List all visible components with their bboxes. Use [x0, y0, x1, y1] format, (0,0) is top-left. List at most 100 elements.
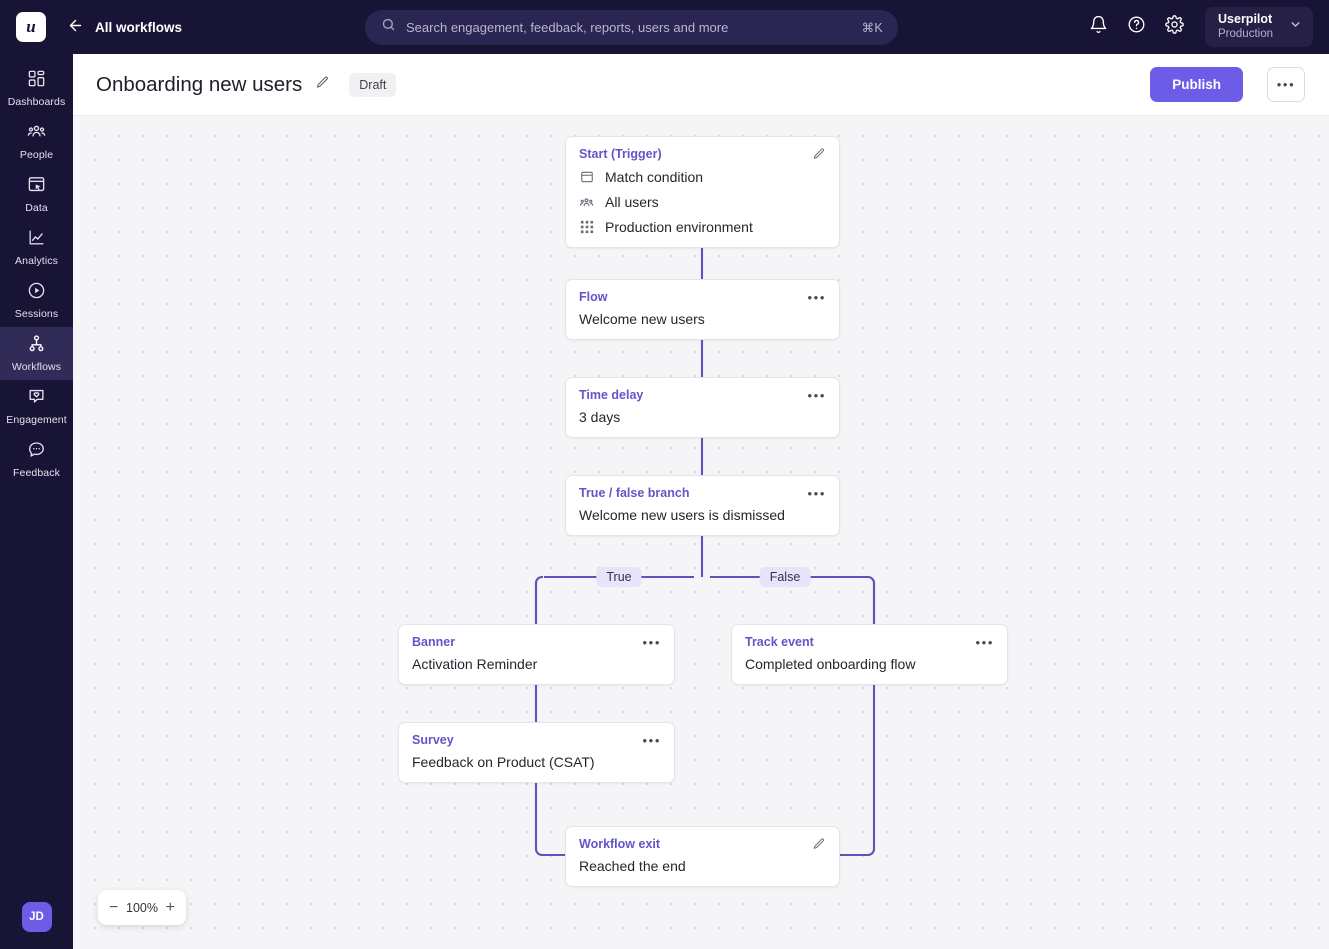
search-container: Search engagement, feedback, reports, us…: [182, 9, 1081, 45]
workspace-switcher[interactable]: Userpilot Production: [1205, 7, 1313, 47]
node-header: Banner •••: [399, 625, 674, 649]
userpilot-logo[interactable]: u: [16, 12, 46, 42]
node-value: Welcome new users is dismissed: [579, 507, 785, 523]
node-flow[interactable]: Flow ••• Welcome new users: [565, 279, 840, 340]
settings-button[interactable]: [1157, 10, 1191, 44]
node-start-trigger[interactable]: Start (Trigger) Match condition: [565, 136, 840, 248]
status-badge: Draft: [349, 72, 397, 97]
zoom-in-button[interactable]: +: [165, 898, 175, 916]
node-value: Reached the end: [579, 858, 686, 874]
node-options-button[interactable]: •••: [975, 634, 994, 650]
search-placeholder: Search engagement, feedback, reports, us…: [406, 19, 729, 35]
node-time-delay[interactable]: Time delay ••• 3 days: [565, 377, 840, 438]
node-banner[interactable]: Banner ••• Activation Reminder: [398, 624, 675, 685]
sidebar-item-sessions[interactable]: Sessions: [0, 274, 73, 327]
node-options-button[interactable]: •••: [807, 485, 826, 501]
more-icon: •••: [1276, 77, 1296, 92]
sidebar-item-analytics[interactable]: Analytics: [0, 221, 73, 274]
node-type-label: Survey: [412, 733, 454, 747]
node-options-button[interactable]: •••: [642, 634, 661, 650]
sidebar-label: Engagement: [6, 414, 67, 426]
sidebar-item-workflows[interactable]: Workflows: [0, 327, 73, 380]
trigger-row-label: Production environment: [605, 219, 753, 235]
node-type-label: True / false branch: [579, 486, 690, 500]
node-value: Activation Reminder: [412, 656, 538, 672]
node-header: Workflow exit: [566, 827, 839, 851]
main-area: Onboarding new users Draft Publish •••: [73, 54, 1329, 949]
branch-label-true: True: [596, 567, 642, 587]
feedback-icon: [27, 440, 46, 464]
node-track-event[interactable]: Track event ••• Completed onboarding flo…: [731, 624, 1008, 685]
sidebar-label: Analytics: [15, 255, 58, 267]
top-bar: u All workflows Search engagement, feedb…: [0, 0, 1329, 54]
node-type-label: Start (Trigger): [579, 147, 662, 161]
analytics-icon: [27, 228, 46, 252]
zoom-out-button[interactable]: −: [109, 898, 119, 916]
grid-dots-icon: [579, 220, 594, 235]
back-label: All workflows: [95, 19, 183, 35]
page-header: Onboarding new users Draft Publish •••: [73, 54, 1329, 116]
sidebar-label: Sessions: [14, 308, 59, 320]
zoom-control: − 100% +: [98, 890, 186, 925]
sidebar-label: Feedback: [13, 467, 60, 479]
canvas-layer: Start (Trigger) Match condition: [73, 116, 1329, 949]
notifications-button[interactable]: [1081, 10, 1115, 44]
edit-node-button[interactable]: [812, 147, 826, 161]
help-button[interactable]: [1119, 10, 1153, 44]
node-type-label: Banner: [412, 635, 456, 649]
node-header: Start (Trigger): [566, 137, 839, 161]
sidebar-item-feedback[interactable]: Feedback: [0, 433, 73, 486]
search-shortcut: ⌘K: [861, 20, 884, 35]
workflow-options-button[interactable]: •••: [1267, 67, 1305, 102]
data-icon: [27, 175, 46, 199]
sidebar-label: Workflows: [11, 361, 62, 373]
node-workflow-exit[interactable]: Workflow exit Reached the end: [565, 826, 840, 887]
pencil-icon: [315, 75, 330, 95]
search-input[interactable]: Search engagement, feedback, reports, us…: [365, 9, 899, 45]
help-circle-icon: [1127, 15, 1146, 39]
node-type-label: Track event: [745, 635, 814, 649]
zoom-level: 100%: [126, 900, 158, 915]
dashboards-icon: [27, 69, 46, 93]
window-icon: [579, 170, 594, 185]
node-header: Track event •••: [732, 625, 1007, 649]
sidebar-item-people[interactable]: People: [0, 115, 73, 168]
publish-button[interactable]: Publish: [1150, 67, 1243, 102]
node-options-button[interactable]: •••: [642, 732, 661, 748]
node-header: True / false branch •••: [566, 476, 839, 500]
node-value: 3 days: [579, 409, 621, 425]
node-options-button[interactable]: •••: [807, 387, 826, 403]
top-bar-actions: Userpilot Production: [1081, 7, 1313, 47]
node-value: Feedback on Product (CSAT): [412, 754, 595, 770]
page-title: Onboarding new users: [96, 72, 303, 96]
node-value: Completed onboarding flow: [745, 656, 916, 672]
edit-node-button[interactable]: [812, 837, 826, 851]
node-survey[interactable]: Survey ••• Feedback on Product (CSAT): [398, 722, 675, 783]
workflow-canvas[interactable]: Start (Trigger) Match condition: [73, 116, 1329, 949]
people-icon: [27, 122, 46, 146]
users-icon: [579, 195, 594, 210]
sidebar-label: People: [19, 149, 54, 161]
sidebar: Dashboards People Data Analytics Session: [0, 54, 73, 949]
node-type-label: Time delay: [579, 388, 644, 402]
node-header: Time delay •••: [566, 378, 839, 402]
branch-label-false: False: [759, 567, 811, 587]
avatar[interactable]: JD: [21, 902, 52, 932]
arrow-left-icon: [67, 17, 84, 37]
node-type-label: Flow: [579, 290, 608, 304]
node-true-false-branch[interactable]: True / false branch ••• Welcome new user…: [565, 475, 840, 536]
rename-workflow-button[interactable]: [315, 75, 330, 95]
gear-icon: [1164, 15, 1184, 39]
node-options-button[interactable]: •••: [807, 289, 826, 305]
node-header: Survey •••: [399, 723, 674, 747]
trigger-row-label: All users: [605, 194, 659, 210]
trigger-row: Match condition: [579, 169, 826, 185]
workspace-name: Userpilot: [1218, 12, 1273, 26]
sidebar-item-data[interactable]: Data: [0, 168, 73, 221]
sidebar-item-engagement[interactable]: Engagement: [0, 380, 73, 433]
workspace-environment: Production: [1218, 28, 1273, 40]
sidebar-item-dashboards[interactable]: Dashboards: [0, 62, 73, 115]
bell-icon: [1089, 15, 1108, 39]
trigger-row: Production environment: [579, 219, 826, 235]
back-to-all-workflows[interactable]: All workflows: [67, 17, 182, 37]
